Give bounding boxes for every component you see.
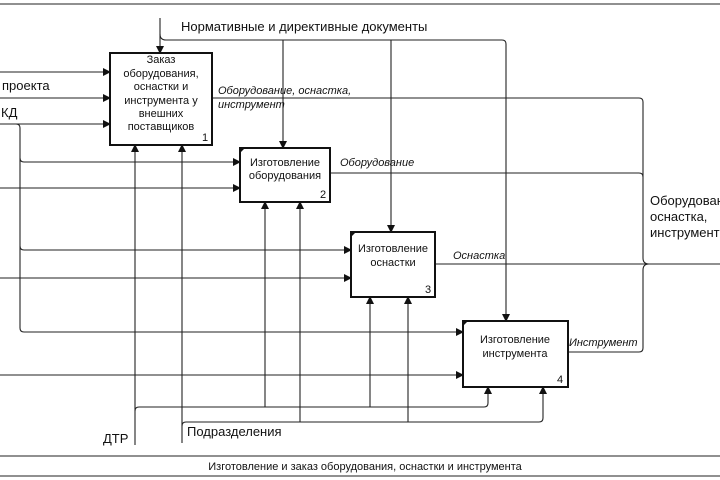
box-1-line: оснастки и — [134, 81, 189, 93]
activity-box-4[interactable]: Изготовление инструмента 4 — [462, 320, 569, 388]
output-label-equipment: Оборудование — [340, 157, 414, 169]
box-2-number: 2 — [320, 189, 326, 201]
mechanism-label-departments: Подразделения — [187, 424, 282, 439]
box-1-number: 1 — [202, 132, 208, 144]
input-arrows — [0, 68, 464, 379]
mechanism-label-dtr: ДТР — [103, 431, 128, 446]
input-label-project: проекта — [2, 78, 50, 93]
box-4-number: 4 — [557, 374, 563, 386]
activity-box-1[interactable]: Заказ оборудования, оснастки и инструмен… — [109, 52, 213, 146]
box-1-line: внешних — [139, 108, 184, 120]
box-1-line: оборудования, — [123, 68, 198, 80]
output-arrows — [212, 97, 720, 353]
control-label-regulations: Нормативные и директивные документы — [181, 19, 427, 34]
box-1-line: поставщиков — [128, 121, 195, 133]
diagram-title: Изготовление и заказ оборудования, оснас… — [208, 461, 522, 473]
box-3-number: 3 — [425, 284, 431, 296]
box-4-line: инструмента — [483, 348, 549, 360]
box-1-line: инструмента у — [124, 95, 198, 107]
box-2-line: оборудования — [249, 170, 321, 182]
box-2-line: Изготовление — [250, 157, 320, 169]
box-3-line: Изготовление — [358, 243, 428, 255]
output-label-instrument: Инструмент — [569, 337, 638, 349]
final-output-label-line1: Оборудование, — [650, 193, 720, 208]
final-output-label-line3: инструмент — [650, 225, 720, 240]
output-label-ordered-line1: Оборудование, оснастка, — [218, 85, 351, 97]
mechanism-arrows — [131, 144, 547, 445]
control-arrow-regulations — [156, 18, 510, 322]
final-output-label-line2: оснастка, — [650, 209, 707, 224]
activity-box-3[interactable]: Изготовление оснастки 3 — [350, 231, 436, 298]
box-4-line: Изготовление — [480, 334, 550, 346]
box-3-line: оснастки — [370, 257, 415, 269]
output-label-ordered-line2: инструмент — [218, 99, 285, 111]
box-1-line: Заказ — [147, 54, 176, 66]
output-label-tooling: Оснастка — [453, 250, 505, 262]
input-label-kd: КД — [1, 105, 18, 120]
activity-box-2[interactable]: Изготовление оборудования 2 — [239, 147, 331, 203]
